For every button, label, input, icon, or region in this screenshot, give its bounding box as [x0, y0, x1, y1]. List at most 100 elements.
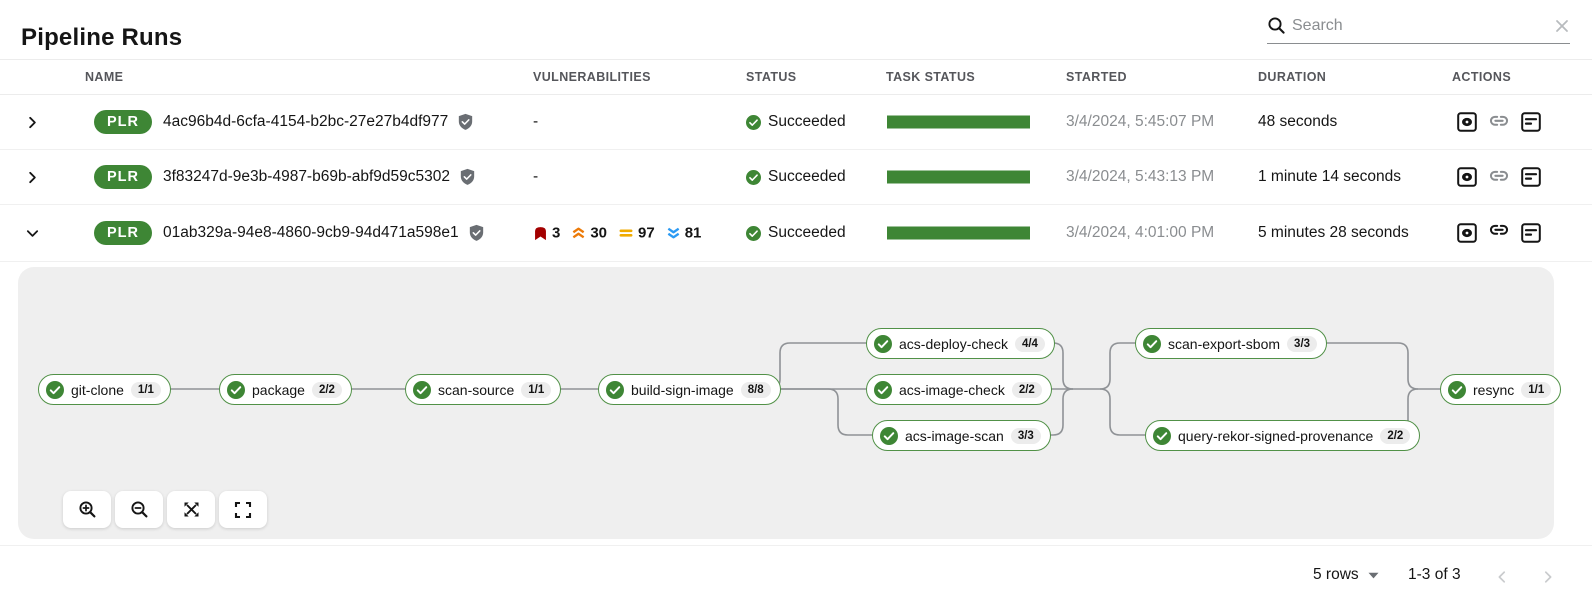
view-output-icon[interactable]: [1457, 167, 1477, 187]
logs-icon[interactable]: [1521, 167, 1541, 187]
pipeline-visualization-panel: git-clone 1/1 package 2/2 scan-source 1/…: [18, 267, 1562, 539]
actions-cell: [1457, 223, 1541, 243]
pipeline-run-link[interactable]: 01ab329a-94e8-4860-9cb9-94d471a598e1: [163, 224, 459, 241]
search-input[interactable]: [1286, 16, 1554, 35]
task-success-icon: [874, 334, 892, 353]
high-count: 30: [590, 224, 608, 242]
status-label: Succeeded: [768, 113, 846, 130]
col-actions: ACTIONS: [1452, 70, 1512, 84]
high-severity-icon: [573, 227, 585, 239]
task-node-build-sign-image[interactable]: build-sign-image 8/8: [598, 374, 781, 405]
search-box: [1267, 8, 1570, 44]
table-row: PLR 3f83247d-9e3b-4987-b69b-abf9d59c5302…: [0, 150, 1592, 205]
low-count: 81: [684, 224, 702, 242]
severity-low: 81: [666, 224, 702, 242]
duration-cell: 5 minutes 28 seconds: [1258, 224, 1409, 241]
signed-shield-icon: [468, 224, 485, 242]
table-row: PLR 01ab329a-94e8-4860-9cb9-94d471a598e1…: [0, 205, 1592, 262]
task-label: resync: [1473, 381, 1515, 398]
task-node-resync[interactable]: resync 1/1: [1440, 374, 1562, 405]
task-node-scan-source[interactable]: scan-source 1/1: [405, 374, 562, 405]
link-icon[interactable]: [1488, 166, 1510, 188]
link-icon[interactable]: [1488, 220, 1510, 242]
task-success-icon: [1448, 380, 1466, 399]
task-label: git-clone: [71, 381, 124, 398]
severity-critical: 3: [533, 225, 560, 242]
medium-count: 97: [638, 224, 655, 242]
task-node-git-clone[interactable]: git-clone 1/1: [38, 374, 171, 405]
task-success-icon: [880, 426, 898, 445]
task-runs-badge: 4/4: [1014, 335, 1045, 352]
search-icon: [1267, 16, 1286, 35]
duration-cell: 48 seconds: [1258, 113, 1338, 130]
run-name-cell: PLR 01ab329a-94e8-4860-9cb9-94d471a598e1: [94, 221, 485, 245]
fullscreen-icon: [234, 501, 252, 518]
plr-badge: PLR: [94, 221, 152, 245]
task-node-package[interactable]: package 2/2: [219, 374, 352, 405]
previous-page-button[interactable]: [1488, 563, 1516, 591]
task-node-acs-image-check[interactable]: acs-image-check 2/2: [866, 374, 1052, 405]
task-runs-badge: 2/2: [1380, 427, 1411, 444]
started-cell: 3/4/2024, 5:45:07 PM: [1066, 113, 1215, 130]
table-header: NAME VULNERABILITIES STATUS TASK STATUS …: [0, 59, 1592, 95]
row-expander-icon[interactable]: [18, 108, 46, 136]
page-range-label: 1-3 of 3: [1408, 566, 1461, 583]
clear-search-icon[interactable]: [1554, 18, 1570, 34]
link-icon[interactable]: [1488, 111, 1510, 133]
task-success-icon: [46, 380, 64, 399]
caret-down-icon: [1368, 572, 1379, 578]
task-node-scan-export-sbom[interactable]: scan-export-sbom 3/3: [1135, 328, 1328, 359]
run-name-cell: PLR 3f83247d-9e3b-4987-b69b-abf9d59c5302: [94, 165, 476, 189]
task-runs-badge: 1/1: [1521, 381, 1552, 398]
duration-cell: 1 minute 14 seconds: [1258, 168, 1402, 185]
task-node-acs-deploy-check[interactable]: acs-deploy-check 4/4: [866, 328, 1055, 359]
zoom-in-icon: [78, 501, 95, 518]
task-label: scan-export-sbom: [1168, 335, 1281, 352]
row-expander-icon[interactable]: [18, 219, 46, 247]
rows-per-page-select[interactable]: 5 rows: [1313, 566, 1379, 584]
task-status-bar: [887, 226, 1030, 240]
task-success-icon: [227, 380, 245, 399]
low-severity-icon: [667, 227, 680, 239]
task-label: acs-image-scan: [905, 427, 1004, 444]
status-label: Succeeded: [768, 224, 846, 241]
task-node-acs-image-scan[interactable]: acs-image-scan 3/3: [872, 420, 1051, 451]
col-started: STARTED: [1066, 70, 1127, 84]
task-node-query-rekor-signed-provenance[interactable]: query-rekor-signed-provenance 2/2: [1145, 420, 1421, 451]
status-cell: Succeeded: [746, 224, 846, 242]
task-success-icon: [606, 380, 624, 399]
task-runs-badge: 2/2: [1011, 381, 1042, 398]
run-name-cell: PLR 4ac96b4d-6cfa-4154-b2bc-27e27b4df977: [94, 110, 474, 134]
vulnerabilities-cell: -: [533, 168, 539, 185]
col-status: STATUS: [746, 70, 797, 84]
col-task-status: TASK STATUS: [886, 70, 976, 84]
zoom-out-button[interactable]: [115, 491, 163, 528]
fit-to-screen-button[interactable]: [167, 491, 215, 528]
task-success-icon: [1143, 334, 1161, 353]
pipeline-run-link[interactable]: 3f83247d-9e3b-4987-b69b-abf9d59c5302: [163, 168, 450, 185]
next-page-button[interactable]: [1534, 563, 1562, 591]
vulnerabilities-cell: -: [533, 113, 539, 130]
task-success-icon: [413, 380, 431, 399]
fullscreen-button[interactable]: [219, 491, 267, 528]
fit-to-screen-icon: [184, 502, 198, 517]
logs-icon[interactable]: [1521, 223, 1541, 243]
task-runs-badge: 1/1: [130, 381, 161, 398]
task-runs-badge: 3/3: [1287, 335, 1318, 352]
vulnerabilities-cell: 3 30 97 81: [533, 225, 712, 242]
row-expander-icon[interactable]: [18, 163, 46, 191]
logs-icon[interactable]: [1521, 112, 1541, 132]
task-label: build-sign-image: [631, 381, 734, 398]
col-duration: DURATION: [1258, 70, 1327, 84]
view-output-icon[interactable]: [1457, 223, 1477, 243]
actions-cell: [1457, 166, 1541, 188]
task-label: query-rekor-signed-provenance: [1178, 427, 1374, 444]
task-runs-badge: 3/3: [1010, 427, 1041, 444]
view-output-icon[interactable]: [1457, 112, 1477, 132]
signed-shield-icon: [459, 168, 476, 186]
started-cell: 3/4/2024, 4:01:00 PM: [1066, 224, 1215, 241]
pipeline-run-link[interactable]: 4ac96b4d-6cfa-4154-b2bc-27e27b4df977: [163, 113, 449, 130]
status-success-icon: [746, 114, 761, 130]
zoom-in-button[interactable]: [63, 491, 111, 528]
